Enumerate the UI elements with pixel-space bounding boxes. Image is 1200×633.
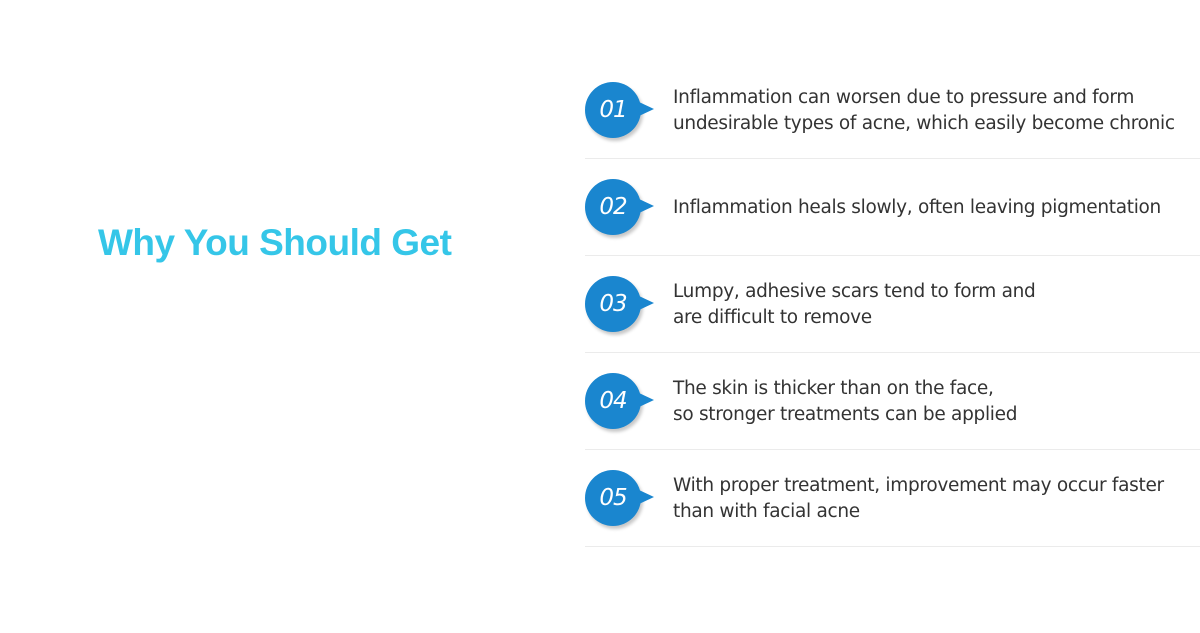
reason-text-line: so stronger treatments can be applied: [673, 403, 1018, 425]
reasons-list: 01 Inflammation can worsen due to pressu…: [585, 62, 1200, 547]
reason-text: Lumpy, adhesive scars tend to form and a…: [673, 256, 1193, 353]
reason-item: 04 The skin is thicker than on the face,…: [585, 353, 1200, 450]
reason-text: The skin is thicker than on the face, so…: [673, 353, 1193, 450]
badge-number: 03: [599, 291, 627, 317]
reason-text-line: are difficult to remove: [673, 306, 872, 328]
reason-text-line: Inflammation can worsen due to pressure …: [673, 86, 1135, 108]
reason-text: With proper treatment, improvement may o…: [673, 450, 1193, 547]
reason-item: 03 Lumpy, adhesive scars tend to form an…: [585, 256, 1200, 353]
badge-number: 02: [599, 194, 627, 220]
reason-text-line: Lumpy, adhesive scars tend to form and: [673, 280, 1036, 302]
reason-item: 05 With proper treatment, improvement ma…: [585, 450, 1200, 547]
badge-number: 05: [599, 485, 627, 511]
number-badge: 01: [585, 82, 654, 138]
reason-text: Inflammation can worsen due to pressure …: [673, 62, 1193, 159]
number-badge: 04: [585, 373, 654, 429]
badge-number: 04: [599, 388, 627, 414]
reason-item: 02 Inflammation heals slowly, often leav…: [585, 159, 1200, 256]
badge-number: 01: [599, 97, 627, 123]
section-heading: Why You Should Get: [98, 222, 452, 263]
reason-text: Inflammation heals slowly, often leaving…: [673, 159, 1193, 256]
number-badge: 05: [585, 470, 654, 526]
reason-text-line: undesirable types of acne, which easily …: [673, 112, 1175, 134]
number-badge: 02: [585, 179, 654, 235]
reason-item: 01 Inflammation can worsen due to pressu…: [585, 62, 1200, 159]
reason-text-line: Inflammation heals slowly, often leaving…: [673, 196, 1161, 218]
number-badge: 03: [585, 276, 654, 332]
reason-text-line: than with facial acne: [673, 500, 860, 522]
reason-text-line: The skin is thicker than on the face,: [673, 377, 994, 399]
reason-text-line: With proper treatment, improvement may o…: [673, 474, 1164, 496]
